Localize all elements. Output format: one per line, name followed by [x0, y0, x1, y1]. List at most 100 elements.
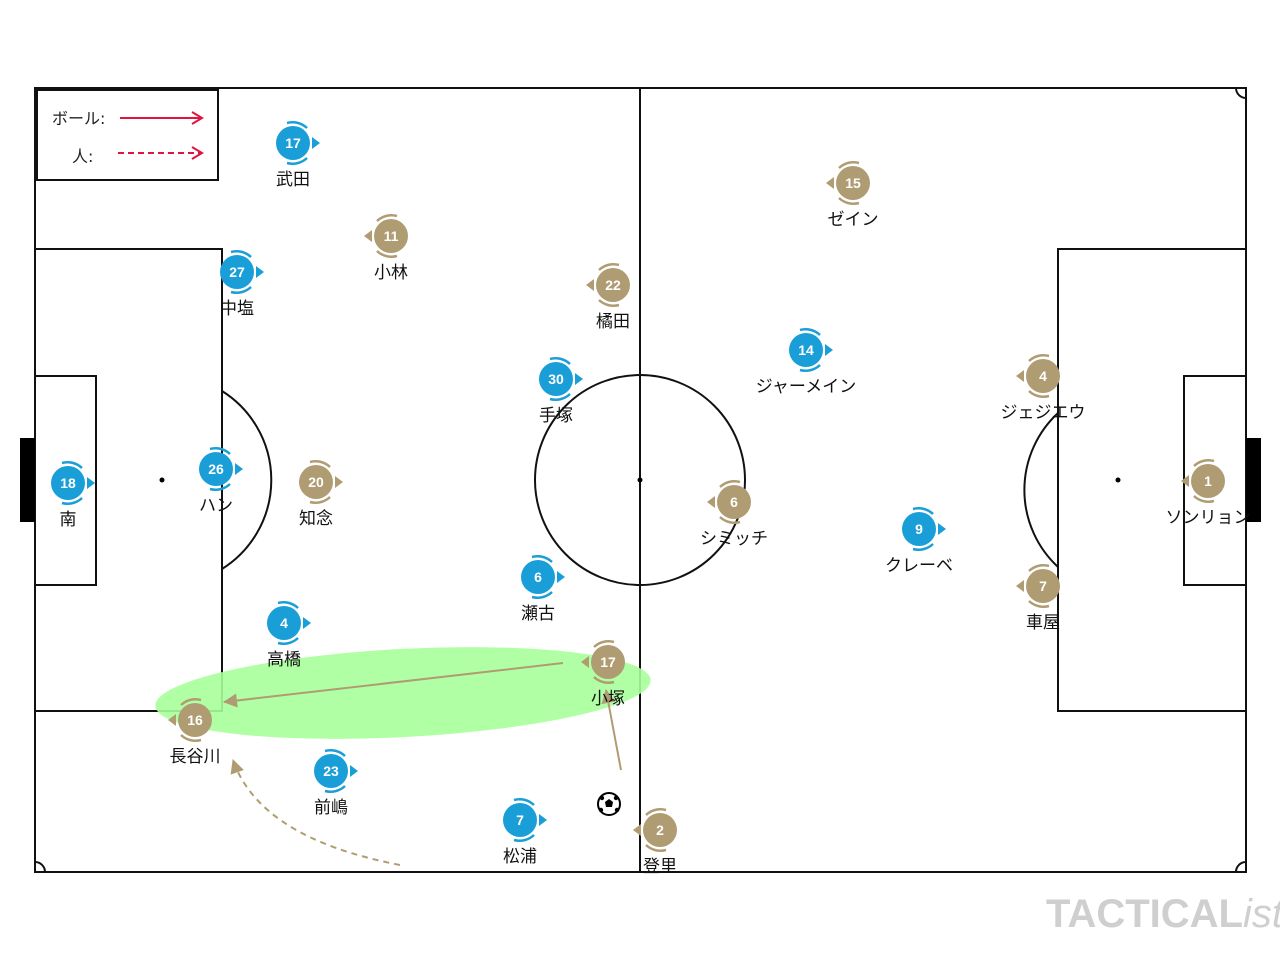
player-number: 17	[285, 135, 301, 151]
player-number: 15	[845, 175, 861, 191]
right-penalty-spot	[1115, 477, 1121, 483]
player-name: 瀬古	[521, 604, 555, 624]
facing-direction-icon	[557, 571, 565, 583]
player-arc	[324, 749, 346, 757]
player-name: 中塩	[220, 299, 254, 319]
player-arc	[645, 844, 667, 852]
player-arc	[838, 161, 860, 169]
facing-direction-icon	[1016, 370, 1024, 382]
facing-direction-icon	[335, 476, 343, 488]
facing-direction-icon	[87, 477, 95, 489]
movement-arrows	[223, 662, 622, 866]
facing-direction-icon	[303, 617, 311, 629]
facing-direction-icon	[575, 373, 583, 385]
player-arc	[598, 263, 620, 271]
corner-arc-bl	[34, 861, 46, 873]
left-penalty-arc	[221, 390, 273, 570]
player-name: シミッチ	[700, 529, 768, 549]
player-arc	[799, 328, 821, 336]
player-name: 前嶋	[314, 798, 348, 818]
player-number: 30	[548, 371, 564, 387]
player-disc	[836, 166, 870, 200]
pass-highlight-zone	[155, 647, 651, 739]
player-number: 20	[308, 474, 324, 490]
player-name: 南	[60, 510, 77, 530]
players: 17武田27中塩30手塚18南26ハン6瀬古4高橋23前嶋7松浦14ジャーメイン…	[51, 121, 1251, 877]
player-number: 4	[1039, 368, 1047, 384]
player-disc	[178, 703, 212, 737]
legend-box	[36, 89, 219, 181]
player-home-7: 7松浦	[503, 798, 547, 867]
ball-move-arrow	[601, 689, 622, 771]
player-name: ソンリョン	[1166, 508, 1251, 528]
facing-direction-icon	[707, 496, 715, 508]
player-arc	[1028, 390, 1050, 398]
player-arc	[799, 364, 821, 372]
watermark-suffix: ista	[1243, 892, 1280, 936]
player-arc	[598, 299, 620, 307]
player-number: 6	[730, 494, 738, 510]
player-disc	[717, 485, 751, 519]
player-disc	[643, 813, 677, 847]
facing-direction-icon	[235, 463, 243, 475]
player-arc	[719, 480, 741, 488]
right-penalty-arc	[1023, 412, 1059, 568]
player-arc	[309, 460, 331, 468]
player-arc	[1028, 600, 1050, 608]
player-number: 27	[229, 264, 245, 280]
player-disc	[521, 560, 555, 594]
player-arc	[1193, 459, 1215, 467]
facing-direction-icon	[633, 824, 641, 836]
player-disc	[1026, 359, 1060, 393]
facing-direction-icon	[826, 177, 834, 189]
player-arc	[277, 637, 299, 645]
player-arc	[376, 214, 398, 222]
player-arc	[645, 808, 667, 816]
player-name: ジェジエウ	[1001, 403, 1086, 423]
left-penalty-spot	[159, 477, 165, 483]
player-arc	[912, 543, 934, 551]
player-arc	[61, 497, 83, 505]
facing-direction-icon	[1016, 580, 1024, 592]
legend-person-label: 人:	[72, 147, 93, 166]
player-number: 4	[280, 615, 288, 631]
player-name: 車屋	[1026, 613, 1060, 633]
player-number: 11	[384, 228, 399, 244]
player-disc	[314, 754, 348, 788]
player-name: 高橋	[267, 650, 301, 670]
player-away-6: 6 シミッチ	[700, 480, 768, 549]
player-arc	[209, 483, 231, 491]
player-name: 武田	[276, 170, 310, 190]
player-away-15: 15 ゼイン	[826, 161, 879, 230]
player-home-27: 27 中塩	[220, 250, 264, 319]
player-disc	[902, 512, 936, 546]
player-arc	[531, 591, 553, 599]
player-home-6: 6 瀬古	[521, 555, 565, 624]
facing-direction-icon	[1181, 475, 1189, 487]
player-arc	[1028, 564, 1050, 572]
corner-arc-tr	[1235, 87, 1247, 99]
player-arc	[1028, 354, 1050, 362]
player-arc	[593, 676, 615, 684]
right-goal	[1246, 438, 1261, 522]
player-disc	[503, 803, 537, 837]
player-number: 1	[1204, 473, 1212, 489]
player-disc	[267, 606, 301, 640]
player-name: 登里	[643, 857, 677, 877]
player-arc	[180, 734, 202, 742]
player-number: 6	[534, 569, 542, 585]
player-number: 16	[187, 712, 203, 728]
player-number: 18	[60, 475, 76, 491]
center-spot	[637, 477, 643, 483]
player-number: 22	[605, 277, 621, 293]
player-name: ゼイン	[828, 210, 879, 230]
player-name: 小林	[374, 263, 408, 283]
ball-icon	[597, 792, 621, 816]
